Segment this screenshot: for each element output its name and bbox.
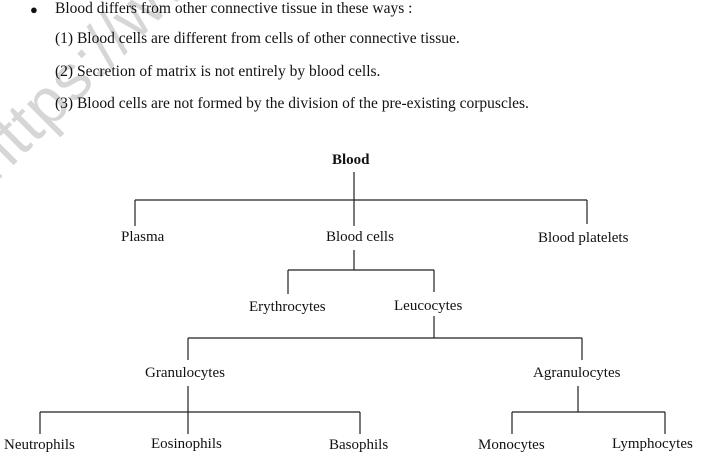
node-neutrophils: Neutrophils xyxy=(4,437,75,453)
point-1: (1) Blood cells are different from cells… xyxy=(55,30,460,47)
node-erythrocytes: Erythrocytes xyxy=(249,299,326,315)
node-leucocytes: Leucocytes xyxy=(394,298,463,314)
point-3: (3) Blood cells are not formed by the di… xyxy=(55,95,529,112)
node-plasma: Plasma xyxy=(121,229,165,245)
node-blood: Blood xyxy=(332,152,370,168)
point-2: (2) Secretion of matrix is not entirely … xyxy=(55,63,381,80)
intro-heading: Blood differs from other connective tiss… xyxy=(55,0,413,17)
node-blood-cells: Blood cells xyxy=(326,229,394,245)
node-eosinophils: Eosinophils xyxy=(151,436,222,452)
node-blood-platelets: Blood platelets xyxy=(538,230,629,246)
node-granulocytes: Granulocytes xyxy=(145,365,225,381)
node-agranulocytes: Agranulocytes xyxy=(533,365,621,381)
bullet-icon: ● xyxy=(30,2,38,17)
node-monocytes: Monocytes xyxy=(478,437,545,453)
node-basophils: Basophils xyxy=(329,437,389,453)
node-lymphocytes: Lymphocytes xyxy=(612,436,693,452)
